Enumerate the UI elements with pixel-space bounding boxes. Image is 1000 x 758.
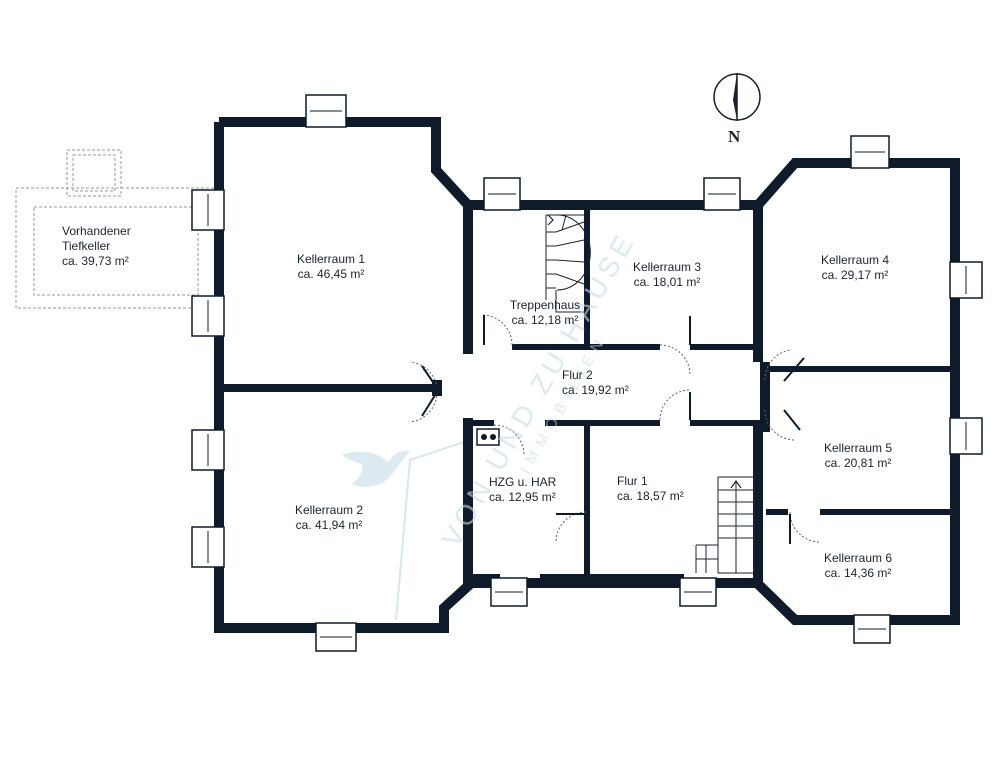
staircase-flur1 (695, 476, 755, 574)
room-area: ca. 39,73 m² (62, 254, 129, 268)
room-area: ca. 20,81 m² (824, 456, 892, 470)
stair-arrow-up-icon (730, 479, 742, 489)
room-name: Kellerraum 3 (632, 260, 702, 274)
stair-arrow-icon (547, 214, 554, 226)
room-name: Kellerraum 2 (294, 503, 364, 517)
room-label-kellerraum-1: Kellerraum 1 ca. 46,45 m² (297, 252, 365, 282)
room-label-treppenhaus: Treppenhaus ca. 12,18 m² (510, 298, 580, 328)
compass-letter: N (728, 127, 741, 146)
exterior-walls (214, 117, 960, 633)
room-label-kellerraum-3: Kellerraum 3 ca. 18,01 m² (633, 260, 701, 290)
room-label-flur-1: Flur 1 ca. 18,57 m² (617, 474, 684, 504)
room-name: Flur 2 (562, 368, 593, 382)
watermark-bird-icon (342, 450, 410, 487)
room-area: ca. 19,92 m² (562, 383, 629, 397)
room-area: ca. 12,18 m² (511, 313, 579, 327)
room-area: ca. 12,95 m² (489, 490, 556, 504)
window-panes (207, 110, 967, 638)
room-area: ca. 18,01 m² (633, 275, 701, 289)
staircase-treppenhaus (545, 214, 591, 313)
room-label-kellerraum-5: Kellerraum 5 ca. 20,81 m² (824, 441, 892, 471)
room-label-kellerraum-4: Kellerraum 4 ca. 29,17 m² (821, 253, 889, 283)
room-area: ca. 14,36 m² (824, 566, 892, 580)
room-area: ca. 41,94 m² (295, 518, 363, 532)
room-name: Vorhandener (62, 224, 131, 238)
room-area: ca. 18,57 m² (617, 489, 684, 503)
room-label-kellerraum-6: Kellerraum 6 ca. 14,36 m² (824, 551, 892, 581)
room-name: HZG u. HAR (489, 475, 557, 489)
room-name: Kellerraum 6 (823, 551, 893, 565)
room-label-flur-2: Flur 2 ca. 19,92 m² (562, 368, 629, 398)
room-name: Flur 1 (617, 474, 648, 488)
room-area: ca. 29,17 m² (821, 268, 889, 282)
watermark-line (395, 439, 471, 621)
door-leaves (421, 315, 805, 544)
room-area: ca. 46,45 m² (297, 267, 365, 281)
room-name: Kellerraum 1 (296, 252, 366, 266)
room-name: Kellerraum 5 (823, 441, 893, 455)
room-label-kellerraum-2: Kellerraum 2 ca. 41,94 m² (295, 503, 363, 533)
room-label-tiefkeller: Vorhandener Tiefkeller ca. 39,73 m² (62, 224, 131, 269)
heating-icon (476, 428, 500, 446)
doors (409, 314, 821, 543)
interior-walls (222, 205, 956, 580)
room-name: Tiefkeller (62, 239, 111, 253)
room-label-hzg-har: HZG u. HAR ca. 12,95 m² (489, 475, 556, 505)
room-name: Treppenhaus (509, 298, 581, 312)
tiefkeller-outline (15, 149, 217, 309)
room-name: Kellerraum 4 (820, 253, 890, 267)
north-arrow-icon (713, 73, 761, 121)
